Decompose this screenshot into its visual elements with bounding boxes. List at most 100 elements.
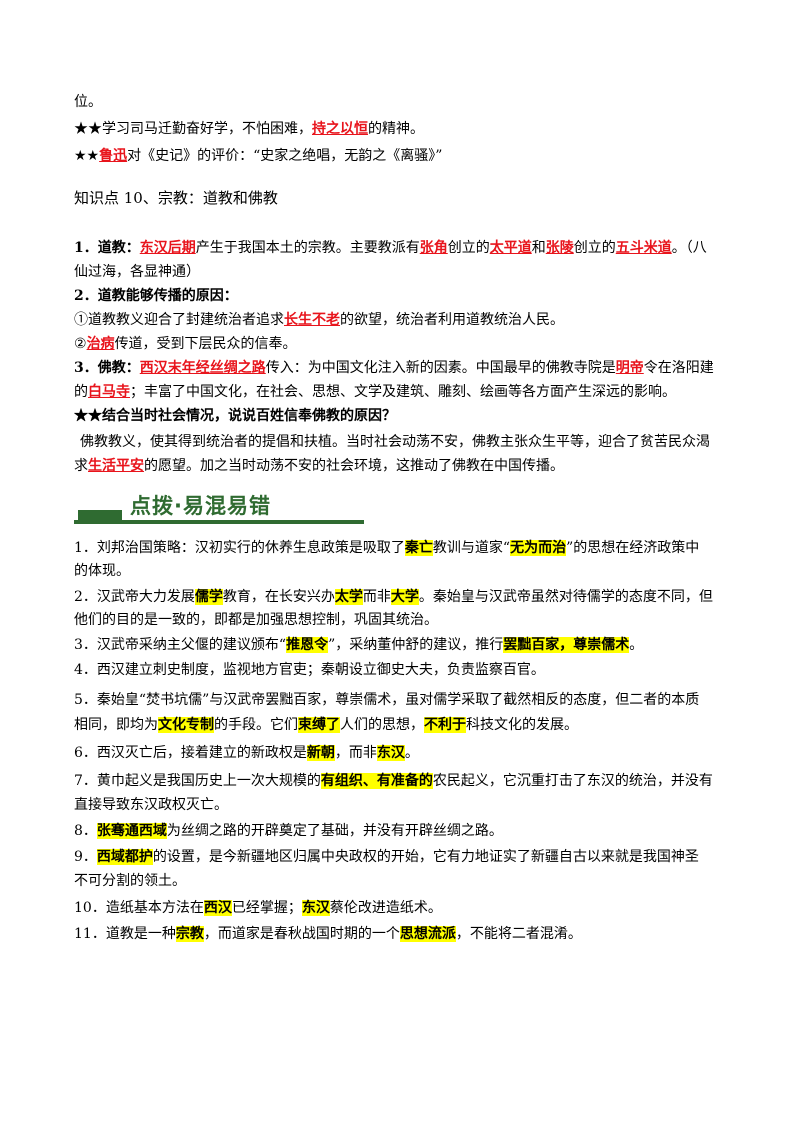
text-run: 。	[404, 745, 419, 761]
text-run: 创立的	[573, 240, 616, 256]
text-run: 传道，受到下层民众的信奉。	[114, 336, 297, 352]
text-run: 和	[531, 240, 546, 256]
text-line: 的白马寺；丰富了中国文化，在社会、思想、文学及建筑、雕刻、绘画等各方面产生深远的…	[74, 382, 726, 402]
highlighted-keyword: 西域都护	[96, 849, 153, 865]
highlighted-keyword: 张骞通西域	[96, 823, 167, 839]
text-line: ①道教教义迎合了封建统治者追求长生不老的欲望，统治者利用道教统治人民。	[74, 310, 726, 330]
text-run: ；丰富了中国文化，在社会、思想、文学及建筑、雕刻、绘画等各方面产生深远的影响。	[130, 384, 676, 400]
highlighted-keyword: 宗教	[175, 926, 204, 942]
text-run: 对《史记》的评价：“史家之绝唱，无韵之《离骚》”	[127, 148, 443, 164]
highlighted-keyword: 推恩令	[286, 637, 329, 653]
highlighted-keyword: 东汉	[301, 900, 330, 916]
text-run: 的	[74, 384, 88, 400]
keyword-red: 长生不老	[284, 312, 340, 328]
keyword-red: 治病	[86, 336, 115, 352]
banner-block-icon	[78, 510, 122, 520]
text-run: 人们的思想，	[340, 717, 424, 733]
text-run: ，而道家是春秋战国时期的一个	[203, 926, 400, 942]
text-run: 6．西汉灭亡后，接着建立的新政权是	[74, 745, 307, 761]
text-run: 教育，在长安兴办	[222, 589, 335, 605]
section-banner: 点拨·易混易错	[74, 488, 374, 524]
list-item: 3．汉武帝采纳主父偃的建议颁布“推恩令”，采纳董仲舒的建议，推行罢黜百家，尊崇儒…	[74, 635, 726, 655]
list-item: 4．西汉建立刺史制度，监视地方官吏；秦朝设立御史大夫，负责监察百官。	[74, 662, 545, 678]
text-line: ②治病传道，受到下层民众的信奉。	[74, 334, 726, 354]
text-run: ”的思想在经济政策中	[566, 540, 700, 556]
text-run: 的欲望，统治者利用道教统治人民。	[340, 312, 564, 328]
banner-underline	[74, 520, 364, 524]
highlighted-keyword: 束缚了	[298, 717, 340, 733]
text-run: 的设置，是今新疆地区归属中央政权的开始，它有力地证实了新疆自古以来就是我国神圣	[152, 849, 699, 865]
keyword-red: 张陵	[545, 240, 574, 256]
text-run: 教训与道家“	[432, 540, 511, 556]
text-run: 产生于我国本土的宗教。主要教派有	[195, 240, 420, 256]
list-item: 5．秦始皇“焚书坑儒”与汉武帝罢黜百家，尊崇儒术，虽对儒学采取了截然相反的态度，…	[74, 692, 700, 708]
highlighted-keyword: 大学	[390, 589, 419, 605]
text-run: 11．道教是一种	[74, 926, 176, 942]
text-run: 8．	[74, 823, 97, 839]
text-run: 3．汉武帝采纳主父偃的建议颁布“	[74, 637, 287, 653]
text-line: 位。	[74, 92, 726, 112]
text-run: ，而非	[334, 745, 377, 761]
text-run: 2．汉武帝大力发展	[74, 589, 195, 605]
highlighted-keyword: 秦亡	[404, 540, 433, 556]
list-item-cont: 相同，即均为文化专制的手段。它们束缚了人们的思想，不利于科技文化的发展。	[74, 715, 726, 735]
text-run: 9．	[74, 849, 97, 865]
highlighted-keyword: 文化专制	[158, 717, 214, 733]
list-item: 2．汉武帝大力发展儒学教育，在长安兴办太学而非大学。秦始皇与汉武帝虽然对待儒学的…	[74, 587, 726, 607]
keyword-red: 白马寺	[88, 384, 130, 400]
highlighted-keyword: 新朝	[306, 745, 335, 761]
text-run: 的精神。	[368, 121, 424, 137]
text-run: 令在洛阳建	[643, 360, 714, 376]
text-run: 仙过海，各显神通）	[74, 264, 200, 280]
text-run: 1．刘邦治国策略：汉初实行的休养生息政策是吸取了	[74, 540, 405, 556]
text-run: 7．黄巾起义是我国历史上一次大规模的	[74, 773, 321, 789]
text-line: 1．道教：东汉后期产生于我国本土的宗教。主要教派有张角创立的太平道和张陵创立的五…	[74, 238, 726, 258]
text-line: 3．佛教：西汉末年经丝绸之路传入：为中国文化注入新的因素。中国最早的佛教寺院是明…	[74, 358, 726, 378]
keyword-red: 持之以恒	[312, 121, 368, 137]
text-run: ”，采纳董仲舒的建议，推行	[328, 637, 504, 653]
keyword-red: 太平道	[489, 240, 532, 256]
list-item: 11．道教是一种宗教，而道家是春秋战国时期的一个思想流派，不能将二者混淆。	[74, 924, 726, 944]
banner-title: 点拨·易混易错	[130, 494, 271, 518]
text-run: ①道教教义迎合了封建统治者追求	[74, 312, 284, 328]
highlighted-keyword: 罢黜百家，尊崇儒术	[503, 637, 630, 653]
text-run: ，不能将二者混淆。	[455, 926, 582, 942]
highlighted-keyword: 儒学	[194, 589, 223, 605]
keyword-red: 生活平安	[88, 458, 144, 474]
text-run: ★★学习司马迁勤奋好学，不怕困难，	[74, 121, 312, 137]
list-item-cont: 他们的目的是一致的，即都是加强思想控制，巩固其统治。	[74, 612, 438, 628]
list-item: 1．刘邦治国策略：汉初实行的休养生息政策是吸取了秦亡教训与道家“无为而治”的思想…	[74, 538, 726, 558]
keyword-red: 西汉末年经丝绸之路	[139, 360, 266, 376]
list-item-cont: 直接导致东汉政权灭亡。	[74, 797, 228, 813]
text-line: 佛教教义，使其得到统治者的提倡和扶植。当时社会动荡不安，佛教主张众生平等，迎合了…	[80, 434, 710, 450]
list-item: 8．张骞通西域为丝绸之路的开辟奠定了基础，并没有开辟丝绸之路。	[74, 821, 726, 841]
text-run: 的手段。它们	[214, 717, 298, 733]
keyword-red: 五斗米道	[615, 240, 672, 256]
list-item: 7．黄巾起义是我国历史上一次大规模的有组织、有准备的农民起义，它沉重打击了东汉的…	[74, 771, 726, 791]
text-run: 求	[74, 458, 88, 474]
highlighted-keyword: 东汉	[376, 745, 405, 761]
text-run: 蔡伦改进造纸术。	[329, 900, 442, 916]
text-run: 创立的	[447, 240, 490, 256]
keyword-red: 鲁迅	[99, 148, 128, 164]
text-run: 位。	[74, 94, 102, 110]
text-run: ★★	[74, 148, 100, 164]
highlighted-keyword: 无为而治	[510, 540, 567, 556]
list-item: 10．造纸基本方法在西汉已经掌握；东汉蔡伦改进造纸术。	[74, 898, 726, 918]
highlighted-keyword: 西汉	[203, 900, 232, 916]
list-item: 6．西汉灭亡后，接着建立的新政权是新朝，而非东汉。	[74, 743, 726, 763]
text-run: 传入：为中国文化注入新的因素。中国最早的佛教寺院是	[265, 360, 616, 376]
text-run: 相同，即均为	[74, 717, 158, 733]
list-item-cont: 不可分割的领土。	[74, 873, 186, 889]
text-line: 2．道教能够传播的原因：	[74, 288, 238, 304]
text-run: 而非	[362, 589, 391, 605]
text-line: ★★鲁迅对《史记》的评价：“史家之绝唱，无韵之《离骚》”	[74, 146, 726, 166]
text-run: 。	[629, 637, 644, 653]
highlighted-keyword: 太学	[334, 589, 363, 605]
text-run: ②	[74, 336, 87, 352]
text-line: ★★结合当时社会情况，说说百姓信奉佛教的原因？	[74, 408, 396, 424]
keyword-red: 东汉后期	[139, 240, 196, 256]
text-run: 已经掌握；	[231, 900, 302, 916]
text-line: 仙过海，各显神通）	[74, 262, 726, 282]
